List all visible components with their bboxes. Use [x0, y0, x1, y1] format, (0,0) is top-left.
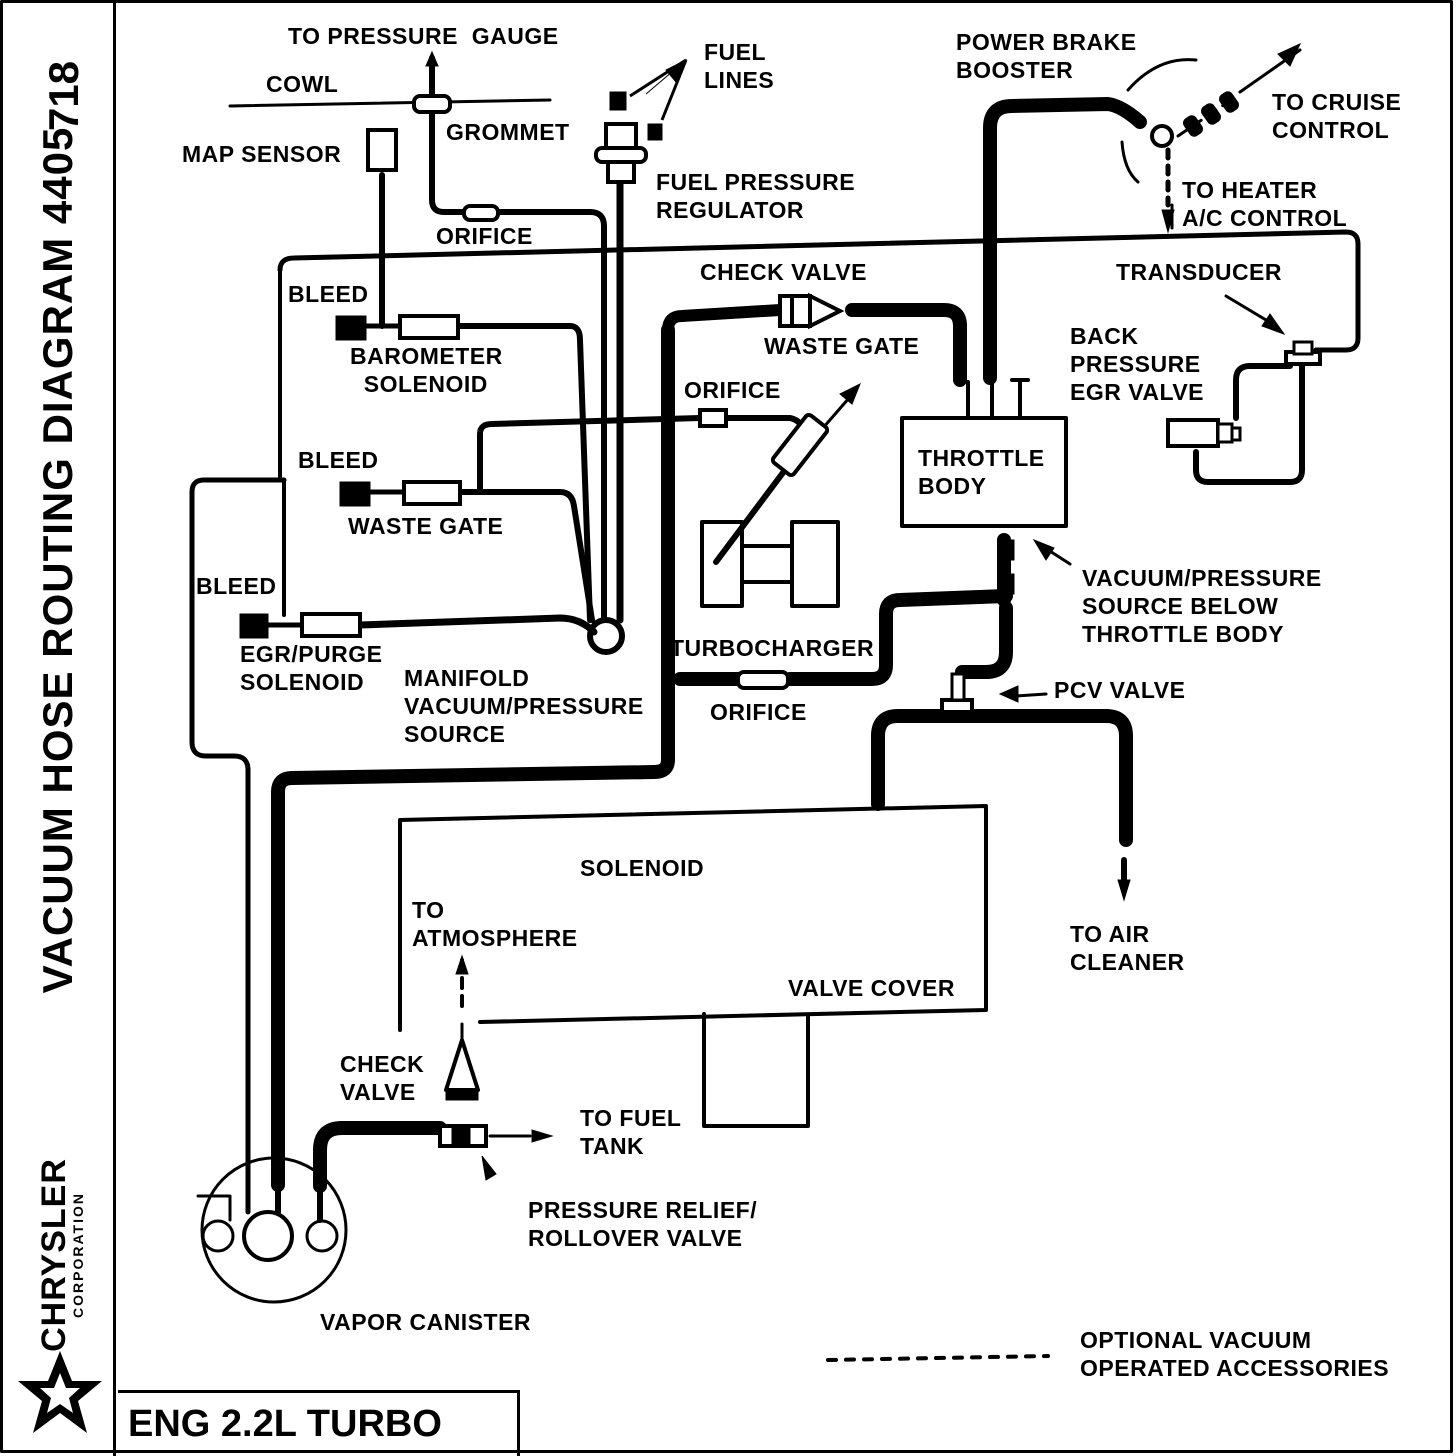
- brake-booster-hose: [983, 97, 1147, 385]
- to-heater-arrow-icon: [1161, 209, 1175, 234]
- to-pressure-gauge-label: TO PRESSURE GAUGE: [288, 23, 559, 49]
- vapor-canister-outline: [200, 1156, 348, 1304]
- to-cruise-control-label: TO CRUISE CONTROL: [1272, 89, 1402, 143]
- egr-purge-solenoid-body: [239, 613, 269, 639]
- waste-gate-top-label: WASTE GATE: [764, 333, 920, 359]
- engine-label: ENG 2.2L TURBO: [128, 1403, 442, 1445]
- transducer-label: TRANSDUCER: [1116, 259, 1282, 285]
- waste-gate-mid-label: WASTE GATE: [348, 513, 504, 539]
- grommet-icon: [412, 94, 452, 114]
- barometer-solenoid-label: BAROMETER SOLENOID: [350, 343, 503, 397]
- fuel-pressure-regulator-label: FUEL PRESSURE REGULATOR: [656, 169, 856, 223]
- pcv-valve-label: PCV VALVE: [1054, 677, 1186, 703]
- turbo-hose: [783, 589, 1013, 686]
- canister-main-hose: [271, 323, 675, 1192]
- throttle-body-box: [900, 416, 1068, 528]
- grommet-label: GROMMET: [446, 119, 570, 145]
- to-air-cleaner-arrow-icon: [1117, 879, 1131, 902]
- bleed-label-1: BLEED: [288, 281, 369, 307]
- valve-cover-label: VALVE COVER: [788, 975, 955, 1001]
- to-cruise-arrow-icon: [1277, 42, 1302, 67]
- orifice-top-icon: [462, 204, 500, 222]
- orifice-mid-label: ORIFICE: [684, 377, 781, 403]
- optional-accessories-label: OPTIONAL VACUUM OPERATED ACCESSORIES: [1080, 1327, 1390, 1381]
- waste-gate-solenoid-body: [339, 481, 371, 507]
- fuel-tank-hose: [313, 1121, 447, 1193]
- check-valve-low-icon: [445, 1089, 479, 1101]
- egr-valve-icon: [1166, 418, 1220, 448]
- pcv-hose: [955, 601, 1013, 679]
- valve-cover-outline: [398, 804, 988, 1032]
- transducer-hose: [277, 229, 1361, 353]
- air-cleaner-hose: [871, 709, 1133, 847]
- to-air-cleaner-label: TO AIR CLEANER: [1070, 921, 1185, 975]
- cowl-label: COWL: [266, 71, 339, 97]
- waste-gate-hose: [457, 489, 595, 623]
- left-loop-hose: [189, 477, 287, 1188]
- vacuum-pressure-source-label: VACUUM/PRESSURE SOURCE BELOW THROTTLE BO…: [1082, 565, 1322, 647]
- power-brake-booster-label: POWER BRAKE BOOSTER: [956, 29, 1137, 83]
- waste-gate-top-hose: [845, 303, 967, 387]
- to-heater-ac-label: TO HEATER A/C CONTROL: [1182, 177, 1348, 231]
- booster-tee-icon: [1150, 124, 1174, 148]
- bleed-label-3: BLEED: [196, 573, 277, 599]
- engine-label-box: ENG 2.2L TURBO: [118, 1390, 520, 1456]
- egr-purge-hose: [356, 614, 598, 636]
- solenoid-label: SOLENOID: [580, 855, 705, 881]
- vapor-canister-label: VAPOR CANISTER: [320, 1309, 532, 1335]
- orifice-mid-icon: [698, 408, 728, 428]
- orifice-low-icon: [736, 670, 790, 690]
- waste-gate-actuator-icon: [770, 412, 830, 478]
- to-fuel-tank-arrow-icon: [531, 1129, 554, 1143]
- back-pressure-egr-label: BACK PRESSURE EGR VALVE: [1070, 323, 1204, 405]
- check-valve-low-label: CHECK VALVE: [340, 1051, 425, 1105]
- bleed-label-2: BLEED: [298, 447, 379, 473]
- to-atmosphere-label: TO ATMOSPHERE: [412, 897, 578, 951]
- optional-accessories-legend-line: [826, 1354, 1050, 1362]
- check-valve-top-icon: [778, 294, 812, 328]
- map-sensor-label: MAP SENSOR: [182, 141, 342, 167]
- pcv-valve-icon: [940, 698, 974, 714]
- orifice-low-label: ORIFICE: [710, 699, 807, 725]
- check-valve-top-label: CHECK VALVE: [700, 259, 867, 285]
- pressure-relief-label: PRESSURE RELIEF/ ROLLOVER VALVE: [528, 1197, 758, 1251]
- fuel-pressure-regulator-icon: [604, 122, 638, 150]
- pressure-gauge-hose: [429, 55, 607, 623]
- throttle-body-label: THROTTLE BODY: [918, 445, 1045, 499]
- barometer-solenoid-body: [335, 315, 367, 341]
- to-atmosphere-arrow-icon: [455, 954, 469, 975]
- check-valve-hose: [662, 304, 786, 336]
- fuel-lines-label: FUEL LINES: [704, 39, 775, 93]
- cowl-line: [228, 98, 552, 108]
- orifice-mid-hose: [477, 415, 703, 495]
- orifice-top-label: ORIFICE: [436, 223, 533, 249]
- egr-purge-solenoid-label: EGR/PURGE SOLENOID: [240, 641, 383, 695]
- barometer-hose: [455, 323, 593, 623]
- manifold-source-label: MANIFOLD VACUUM/PRESSURE SOURCE: [404, 665, 644, 747]
- egr-valve-hose: [1193, 357, 1305, 485]
- turbocharger-label: TURBOCHARGER: [670, 635, 875, 661]
- to-fuel-tank-label: TO FUEL TANK: [580, 1105, 682, 1159]
- map-sensor-icon: [366, 128, 398, 172]
